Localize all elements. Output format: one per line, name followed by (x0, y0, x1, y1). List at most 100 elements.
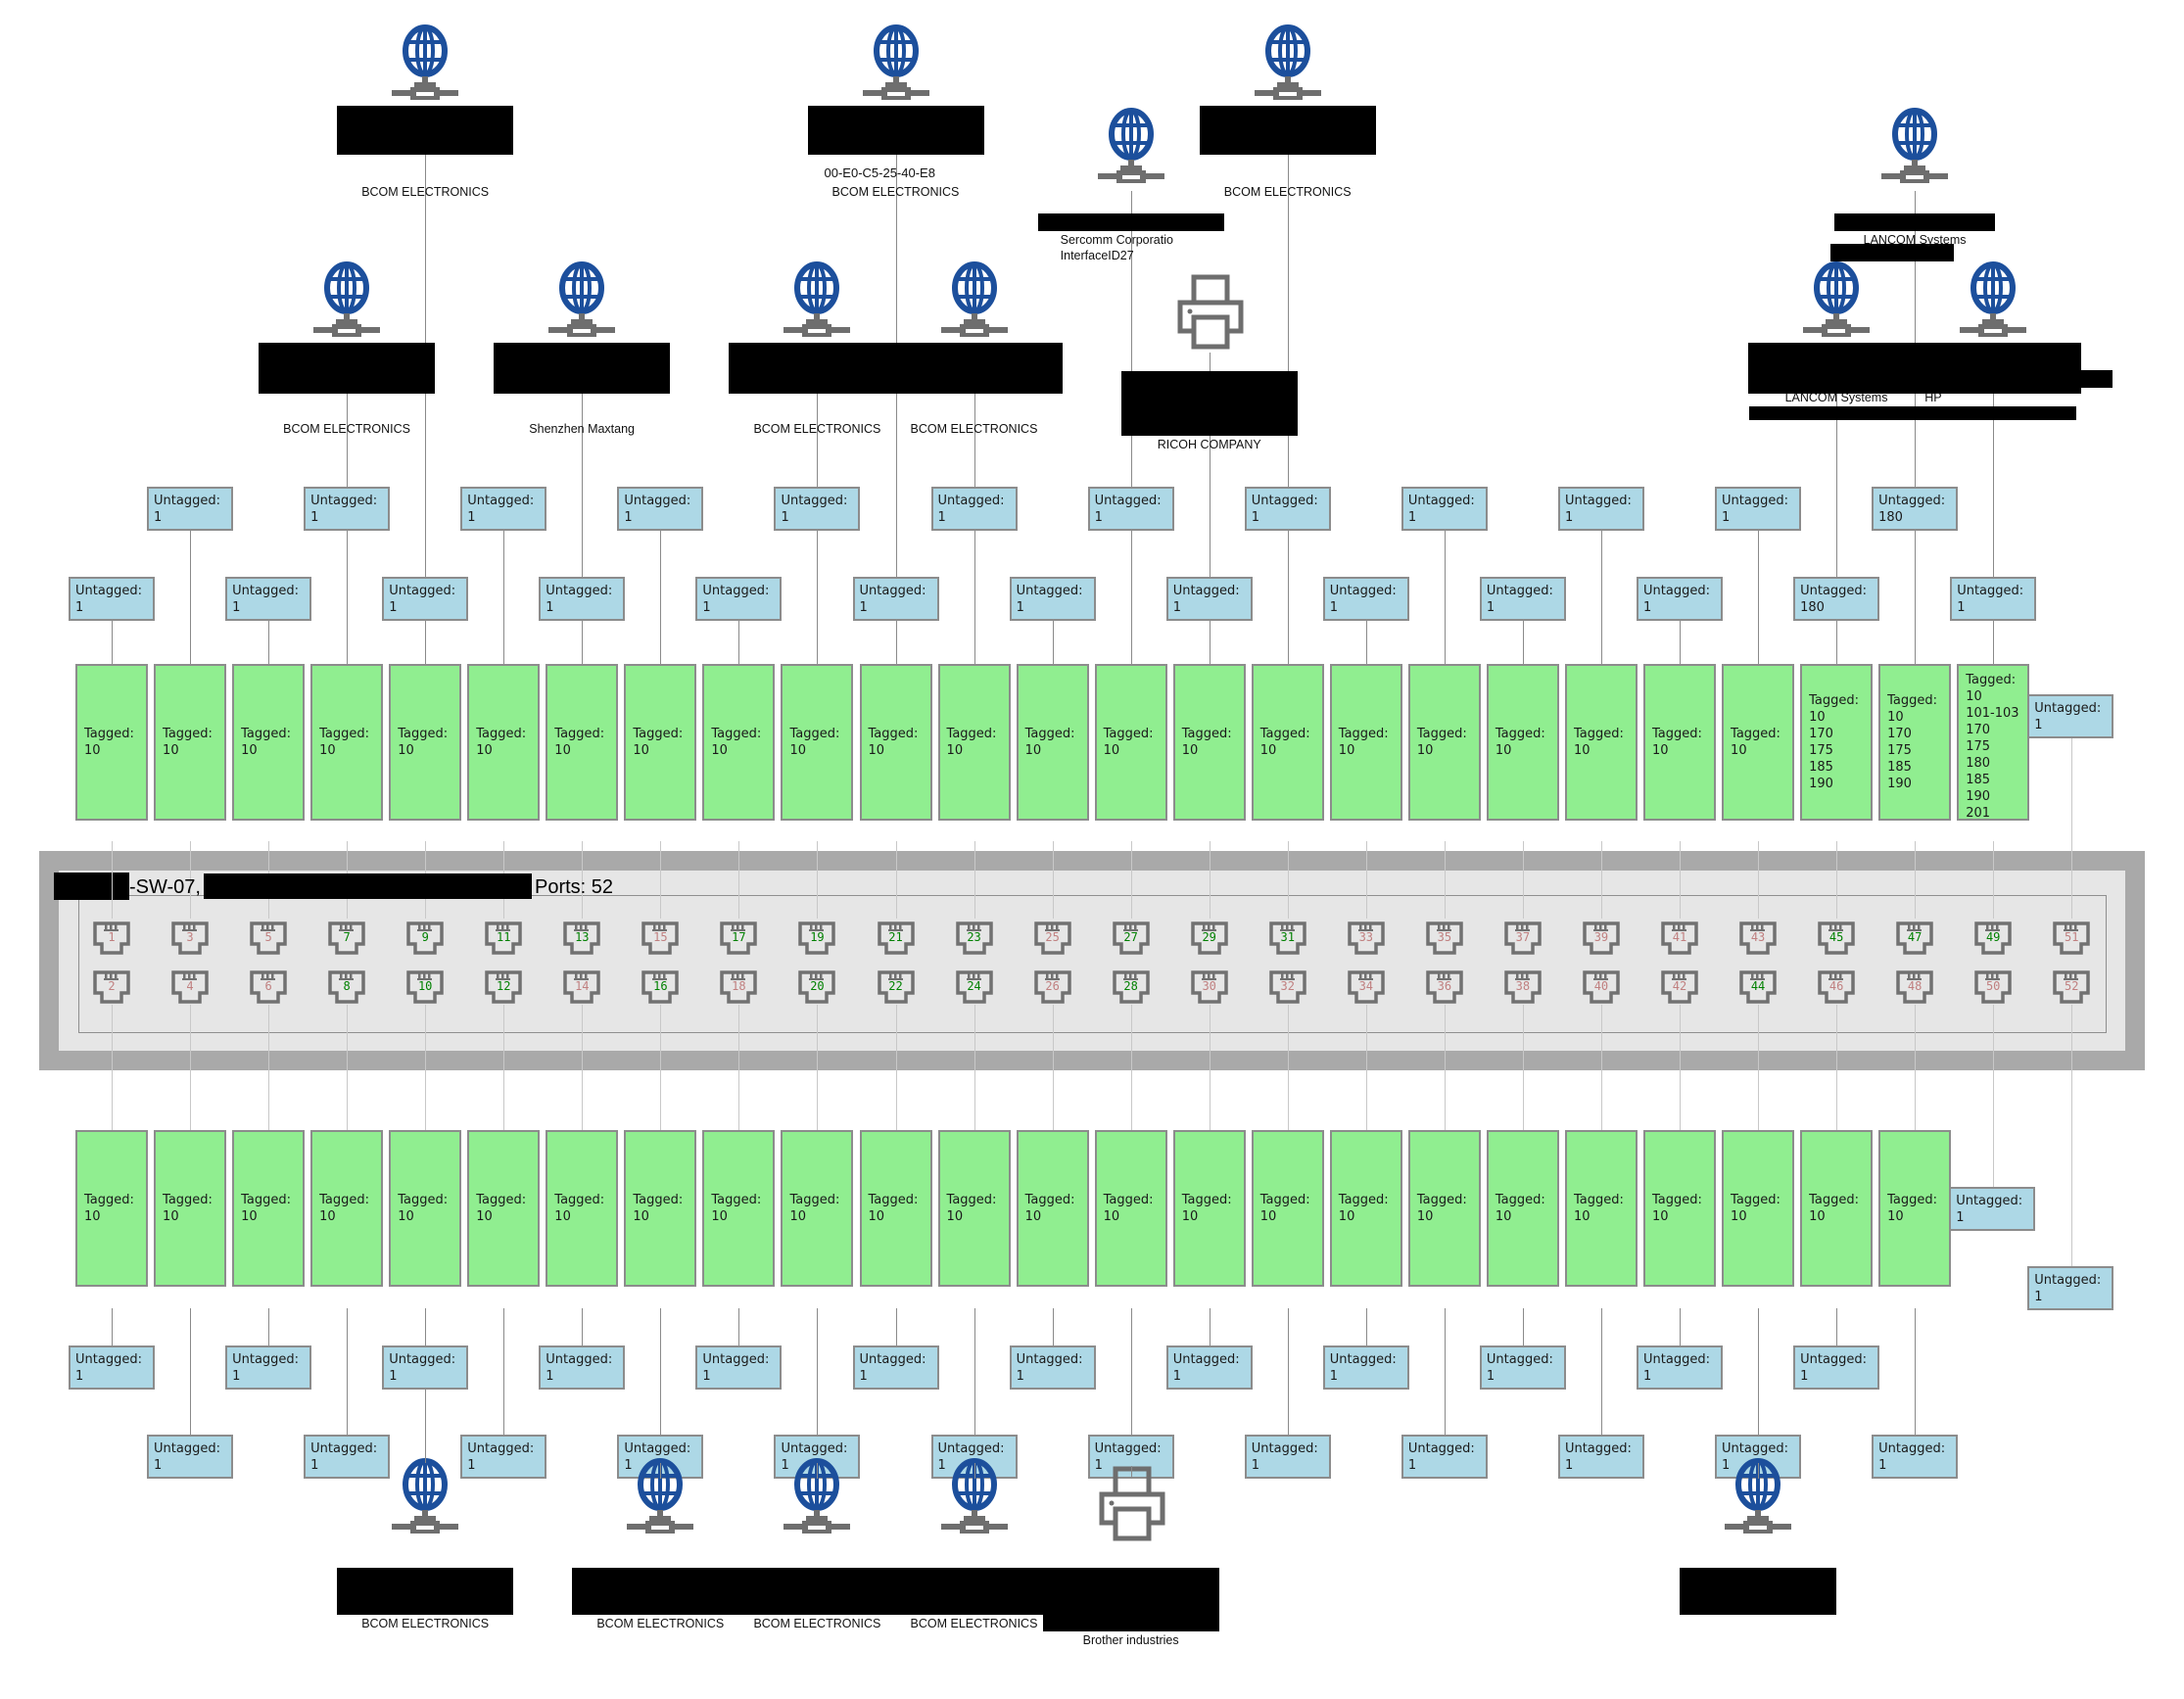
tagged-vlan-box[interactable]: Tagged: 10 (702, 664, 776, 821)
port-48[interactable]: 48 (1895, 969, 1934, 1005)
tagged-vlan-box[interactable]: Tagged: 10 170 175 185 190 (1878, 664, 1952, 821)
tagged-vlan-box[interactable]: Tagged: 10 (1016, 664, 1089, 821)
device-network-port-10[interactable] (386, 1458, 464, 1541)
tagged-vlan-box[interactable]: Tagged: 10 (1407, 664, 1481, 821)
untagged-vlan-box[interactable]: Untagged: 1 (1637, 1345, 1723, 1390)
tagged-vlan-box[interactable]: Tagged: 10 (389, 1130, 462, 1287)
untagged-vlan-box[interactable]: Untagged: 1 (1479, 577, 1566, 621)
tagged-vlan-box[interactable]: Tagged: 10 (232, 664, 306, 821)
tagged-vlan-box[interactable]: Tagged: 10 (546, 664, 619, 821)
untagged-vlan-box[interactable]: Untagged: 1 (852, 577, 939, 621)
untagged-vlan-box[interactable]: Untagged: 1 (1401, 1435, 1488, 1479)
untagged-vlan-box[interactable]: Untagged: 1 (1637, 577, 1723, 621)
tagged-vlan-box[interactable]: Tagged: 10 (937, 664, 1011, 821)
port-36[interactable]: 36 (1425, 969, 1464, 1005)
tagged-vlan-box[interactable]: Tagged: 10 (154, 664, 227, 821)
tagged-vlan-box[interactable]: Tagged: 10 (1251, 664, 1324, 821)
tagged-vlan-box[interactable]: Tagged: 10 (1251, 1130, 1324, 1287)
untagged-vlan-box[interactable]: Untagged: 1 (69, 577, 155, 621)
port-10[interactable]: 10 (405, 969, 445, 1005)
untagged-vlan-box[interactable]: Untagged: 1 (1087, 1435, 1174, 1479)
port-17[interactable]: 17 (719, 920, 758, 956)
untagged-vlan-box[interactable]: Untagged: 1 (382, 577, 469, 621)
tagged-vlan-box[interactable]: Tagged: 10 (1016, 1130, 1089, 1287)
port-43[interactable]: 43 (1738, 920, 1778, 956)
tagged-vlan-box[interactable]: Tagged: 10 101-103 170 175 180 185 190 2… (1957, 664, 2030, 821)
port-19[interactable]: 19 (797, 920, 836, 956)
port-24[interactable]: 24 (955, 969, 994, 1005)
tagged-vlan-box[interactable]: Tagged: 10 (781, 664, 854, 821)
port-15[interactable]: 15 (641, 920, 680, 956)
tagged-vlan-box[interactable]: Tagged: 10 (310, 1130, 384, 1287)
port-37[interactable]: 37 (1503, 920, 1543, 956)
tagged-vlan-box[interactable]: Tagged: 10 (1094, 664, 1167, 821)
untagged-vlan-box[interactable]: Untagged: 1 (1401, 487, 1488, 531)
tagged-vlan-box[interactable]: Tagged: 10 (624, 1130, 697, 1287)
untagged-vlan-box[interactable]: Untagged: 1 (695, 1345, 783, 1390)
device-network-port-21[interactable] (857, 24, 935, 108)
untagged-vlan-box[interactable]: Untagged: 1 (695, 577, 783, 621)
untagged-vlan-box[interactable]: Untagged: 1 (930, 487, 1018, 531)
tagged-vlan-box[interactable]: Tagged: 10 (1172, 1130, 1246, 1287)
device-network-port-49[interactable] (1954, 261, 2032, 345)
untagged-vlan-box[interactable]: Untagged: 1 (1009, 1345, 1096, 1390)
port-13[interactable]: 13 (562, 920, 601, 956)
tagged-vlan-box[interactable]: Tagged: 10 (1172, 664, 1246, 821)
tagged-vlan-box[interactable]: Tagged: 10 (1407, 1130, 1481, 1287)
untagged-vlan-box[interactable]: Untagged: 1 (1244, 1435, 1331, 1479)
port-45[interactable]: 45 (1817, 920, 1856, 956)
port-11[interactable]: 11 (484, 920, 523, 956)
port-34[interactable]: 34 (1347, 969, 1386, 1005)
tagged-vlan-box[interactable]: Tagged: 10 (1564, 664, 1638, 821)
device-network-port-24[interactable] (935, 1458, 1014, 1541)
port-35[interactable]: 35 (1425, 920, 1464, 956)
tagged-vlan-box[interactable]: Tagged: 10 (467, 1130, 541, 1287)
untagged-vlan-box[interactable]: Untagged: 1 (225, 577, 312, 621)
port-7[interactable]: 7 (327, 920, 366, 956)
port-3[interactable]: 3 (170, 920, 210, 956)
untagged-vlan-box[interactable]: Untagged: 1 (147, 1435, 234, 1479)
untagged-vlan-box[interactable]: Untagged: 1 (2027, 1266, 2114, 1310)
tagged-vlan-box[interactable]: Tagged: 10 (546, 1130, 619, 1287)
untagged-vlan-box[interactable]: Untagged: 1 (1872, 1435, 1959, 1479)
port-27[interactable]: 27 (1112, 920, 1151, 956)
device-network-port-47[interactable] (1875, 108, 1954, 191)
port-44[interactable]: 44 (1738, 969, 1778, 1005)
untagged-vlan-box[interactable]: Untagged: 1 (1479, 1345, 1566, 1390)
port-51[interactable]: 51 (2052, 920, 2091, 956)
untagged-vlan-box[interactable]: Untagged: 1 (1949, 1187, 2036, 1231)
tagged-vlan-box[interactable]: Tagged: 10 (1722, 1130, 1795, 1287)
port-29[interactable]: 29 (1190, 920, 1229, 956)
port-2[interactable]: 2 (92, 969, 131, 1005)
untagged-vlan-box[interactable]: Untagged: 1 (2027, 694, 2114, 738)
tagged-vlan-box[interactable]: Tagged: 10 (1329, 1130, 1402, 1287)
untagged-vlan-box[interactable]: Untagged: 1 (852, 1345, 939, 1390)
untagged-vlan-box[interactable]: Untagged: 1 (1557, 487, 1644, 531)
untagged-vlan-box[interactable]: Untagged: 1 (1009, 577, 1096, 621)
untagged-vlan-box[interactable]: Untagged: 1 (69, 1345, 155, 1390)
untagged-vlan-box[interactable]: Untagged: 1 (774, 487, 861, 531)
device-network-port-23[interactable] (935, 261, 1014, 345)
untagged-vlan-box[interactable]: Untagged: 1 (1165, 1345, 1253, 1390)
untagged-vlan-box[interactable]: Untagged: 1 (1087, 487, 1174, 531)
port-40[interactable]: 40 (1582, 969, 1621, 1005)
device-printer-port-29[interactable] (1170, 274, 1249, 353)
port-9[interactable]: 9 (405, 920, 445, 956)
port-46[interactable]: 46 (1817, 969, 1856, 1005)
tagged-vlan-box[interactable]: Tagged: 10 (859, 664, 932, 821)
tagged-vlan-box[interactable]: Tagged: 10 (75, 664, 148, 821)
port-52[interactable]: 52 (2052, 969, 2091, 1005)
tagged-vlan-box[interactable]: Tagged: 10 (467, 664, 541, 821)
port-21[interactable]: 21 (877, 920, 916, 956)
tagged-vlan-box[interactable]: Tagged: 10 (781, 1130, 854, 1287)
port-31[interactable]: 31 (1268, 920, 1307, 956)
port-32[interactable]: 32 (1268, 969, 1307, 1005)
port-5[interactable]: 5 (249, 920, 288, 956)
untagged-vlan-box[interactable]: Untagged: 1 (774, 1435, 861, 1479)
untagged-vlan-box[interactable]: Untagged: 1 (304, 487, 391, 531)
port-42[interactable]: 42 (1660, 969, 1699, 1005)
device-network-port-9[interactable] (386, 24, 464, 108)
port-47[interactable]: 47 (1895, 920, 1934, 956)
port-6[interactable]: 6 (249, 969, 288, 1005)
untagged-vlan-box[interactable]: Untagged: 1 (304, 1435, 391, 1479)
